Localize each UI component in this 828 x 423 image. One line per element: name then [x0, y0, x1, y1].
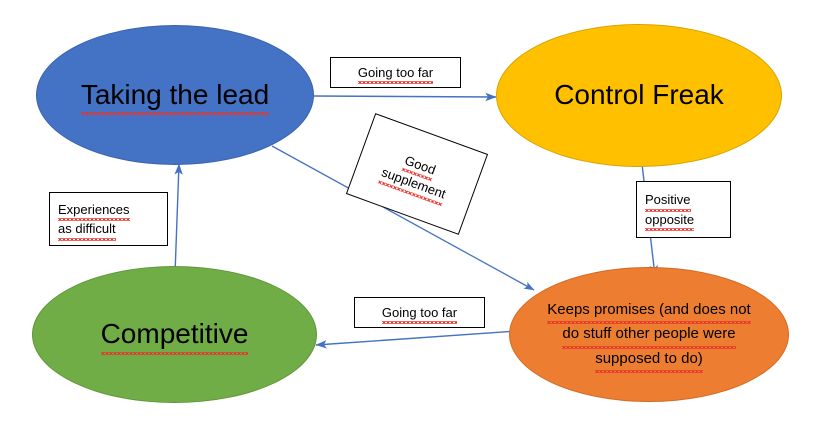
arrow-keeps-promises-to-competitive [315, 329, 533, 349]
node-taking-lead[interactable]: Taking the lead [36, 25, 314, 165]
edge-label-going-too-far-bottom-text: Going too far [374, 303, 465, 324]
node-taking-lead-label: Taking the lead [71, 77, 279, 116]
edge-label-going-too-far-bottom[interactable]: Going too far [354, 297, 485, 328]
node-control-freak-label: Control Freak [554, 79, 724, 111]
edge-label-going-too-far-top-text: Going too far [350, 63, 441, 84]
edge-label-going-too-far-top[interactable]: Going too far [330, 57, 461, 88]
node-competitive-label: Competitive [91, 316, 259, 355]
arrow-taking-lead-to-control-freak [313, 92, 497, 102]
node-competitive[interactable]: Competitive [32, 266, 317, 403]
arrow-competitive-to-taking-lead [174, 163, 183, 275]
node-control-freak[interactable]: Control Freak [496, 24, 782, 167]
